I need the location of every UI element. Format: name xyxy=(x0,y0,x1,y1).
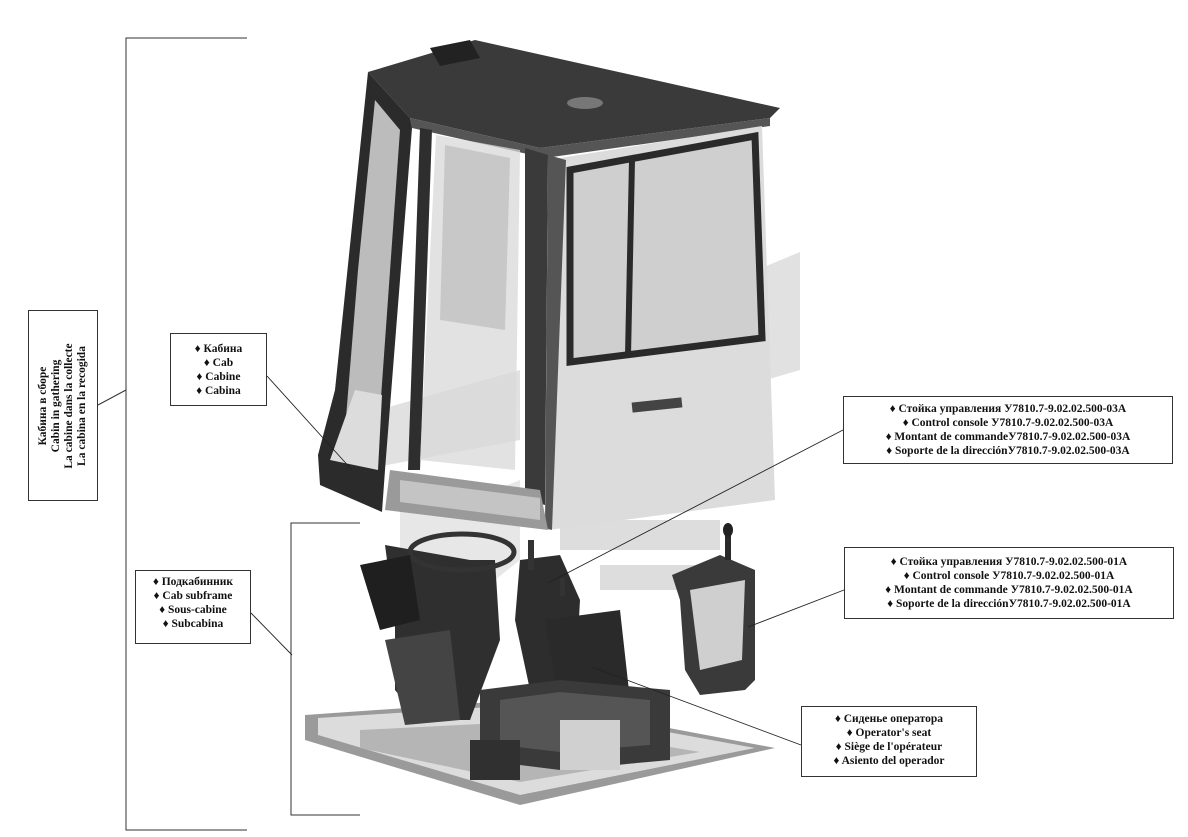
leader-subframe xyxy=(250,612,293,656)
cabin-illustration xyxy=(318,40,780,530)
console-03-label-line: ♦ Soporte de la direcciónУ7810.7-9.02.02… xyxy=(886,445,1130,457)
assembly-bracket xyxy=(97,37,247,831)
assembly-label-line: Кабина в сборе xyxy=(37,366,49,445)
console-01-label-line: ♦ Control console У7810.7-9.02.02.500-01… xyxy=(903,570,1115,582)
subframe-label: ♦ Подкабинник ♦ Cab subframe ♦ Sous-cabi… xyxy=(135,570,251,644)
cab-label-line: ♦ Cabina xyxy=(196,385,241,397)
seat-label-line: ♦ Operator's seat xyxy=(846,727,932,739)
console-01-label-line: ♦ Montant de commande У7810.7-9.02.02.50… xyxy=(885,584,1133,596)
cab-label: ♦ Кабина ♦ Cab ♦ Cabine ♦ Cabina xyxy=(170,333,267,406)
assembly-label-line: Cabin in gathering xyxy=(50,359,62,452)
console-03-label: ♦ Стойка управления У7810.7-9.02.02.500-… xyxy=(843,396,1173,464)
cab-label-line: ♦ Cabine xyxy=(196,371,241,383)
leader-cab xyxy=(266,375,353,471)
cab-label-line: ♦ Кабина xyxy=(194,343,243,355)
subframe-label-line: ♦ Подкабинник xyxy=(152,576,233,588)
assembly-label: Кабина в сборе Cabin in gathering La cab… xyxy=(28,310,98,501)
assembly-label-line: La cabina en la recogida xyxy=(76,345,88,466)
console-03-label-line: ♦ Control console У7810.7-9.02.02.500-03… xyxy=(902,417,1114,429)
console-03-label-line: ♦ Montant de commandeУ7810.7-9.02.02.500… xyxy=(885,431,1131,443)
console-01-label-line: ♦ Soporte de la direcciónУ7810.7-9.02.02… xyxy=(887,598,1131,610)
leader-lines xyxy=(250,375,845,746)
leader-seat xyxy=(591,666,802,746)
leader-console-03 xyxy=(547,429,844,584)
subframe-label-line: ♦ Cab subframe xyxy=(153,590,233,602)
console-03-label-line: ♦ Стойка управления У7810.7-9.02.02.500-… xyxy=(889,403,1127,415)
leader-console-01 xyxy=(747,589,845,628)
console-01-label: ♦ Стойка управления У7810.7-9.02.02.500-… xyxy=(844,547,1174,619)
cab-label-line: ♦ Cab xyxy=(203,357,234,369)
subframe-illustration xyxy=(305,531,775,805)
subframe-bracket xyxy=(290,522,360,816)
seat-label-line: ♦ Siège de l'opérateur xyxy=(835,741,943,753)
seat-label-line: ♦ Asiento del operador xyxy=(833,755,945,767)
seat-label: ♦ Сиденье оператора ♦ Operator's seat ♦ … xyxy=(801,706,977,777)
seat-label-line: ♦ Сиденье оператора xyxy=(834,713,943,725)
console-unit-illustration xyxy=(672,523,755,695)
assembly-label-line: La cabine dans la collecte xyxy=(63,342,75,469)
subframe-label-line: ♦ Subcabina xyxy=(162,618,224,630)
console-01-label-line: ♦ Стойка управления У7810.7-9.02.02.500-… xyxy=(890,556,1128,568)
subframe-label-line: ♦ Sous-cabine xyxy=(159,604,227,616)
